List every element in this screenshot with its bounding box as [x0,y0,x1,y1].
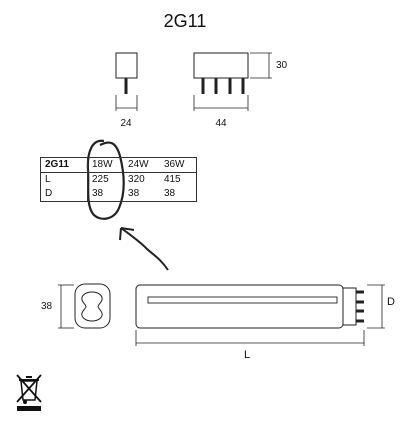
specs-cell: 225 [92,174,109,185]
base-height-label: 30 [276,60,288,71]
specs-row-diameter: D 38 38 38 [40,187,197,202]
specs-cell: 320 [128,174,145,185]
base-front-view: 44 30 [193,52,288,129]
specs-cell: 38 [128,188,140,199]
specs-cell: 38 [92,188,104,199]
diagram-title: 2G11 [164,11,207,31]
specs-header-36w: 36W [159,157,197,173]
base-side-view: 24 [115,52,138,129]
front-width-label: 44 [215,118,227,129]
end-width-label: 38 [41,301,53,312]
specs-header-row: 2G11 18W 24W 36W [40,157,197,173]
specs-header-24w: 24W [124,157,160,173]
specs-cell: 38 [163,188,176,199]
side-width-label: 24 [120,118,132,129]
specs-header-model: 2G11 [40,157,88,173]
lamp-end-view: 38 [41,283,111,329]
specs-table: 2G11 18W 24W 36W L 225 320 415 D 38 38 3… [40,157,197,202]
crossed-out-wheelie-bin-icon [16,374,42,411]
lamp-side-view: D L [135,284,395,361]
specs-header-18w: 18W [87,157,125,173]
specs-cell: 415 [163,174,181,185]
specs-row-length: L 225 320 415 [40,172,197,187]
diameter-label: D [387,296,395,308]
length-label: L [244,349,250,361]
annotation-arrow [119,227,169,271]
specs-row-label: D [40,187,88,202]
specs-row-label: L [40,172,88,187]
